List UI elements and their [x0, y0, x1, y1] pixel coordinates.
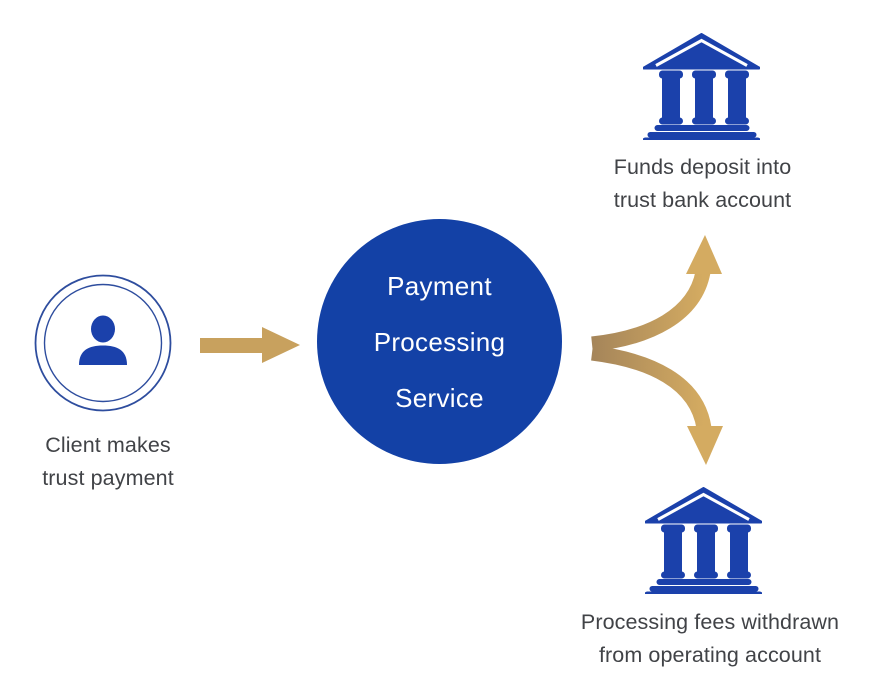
trust-bank-label-line1: Funds deposit into [613, 155, 792, 179]
curved-arrow-down-icon [591, 345, 723, 465]
operating-bank-label: Processing fees withdrawn from operating… [549, 606, 871, 671]
bank-icon [645, 489, 762, 595]
operating-bank-label-line2: from operating account [598, 642, 822, 667]
trust-bank-icon [643, 33, 760, 140]
arrow-right-shape [200, 327, 300, 363]
inner-ring [43, 283, 163, 403]
branching-arrows [591, 235, 723, 465]
processor-label-line2: Processing [373, 326, 506, 357]
client-label-line2: trust payment [42, 465, 174, 490]
person-in-double-ring-icon [34, 274, 172, 412]
outer-ring [34, 274, 172, 412]
processor-label: Payment Processing Service [317, 219, 562, 464]
processor-circle-shape [317, 219, 562, 464]
curved-arrow-up-icon [591, 235, 722, 352]
trust-bank-label-line2: trust bank account [613, 187, 792, 212]
processor-label-line1: Payment [387, 270, 492, 301]
bank-icon [643, 35, 760, 141]
trust-bank-label: Funds deposit into trust bank account [555, 151, 850, 216]
operating-bank-icon [645, 487, 762, 594]
person-icon [79, 315, 127, 365]
operating-bank-label-line1: Processing fees withdrawn [580, 610, 840, 634]
client-label: Client makes trust payment [8, 429, 208, 494]
processor-label-line3: Service [395, 382, 484, 413]
arrow-right-icon [200, 327, 300, 363]
processor-circle [317, 219, 562, 464]
client-label-line1: Client makes [45, 433, 171, 457]
